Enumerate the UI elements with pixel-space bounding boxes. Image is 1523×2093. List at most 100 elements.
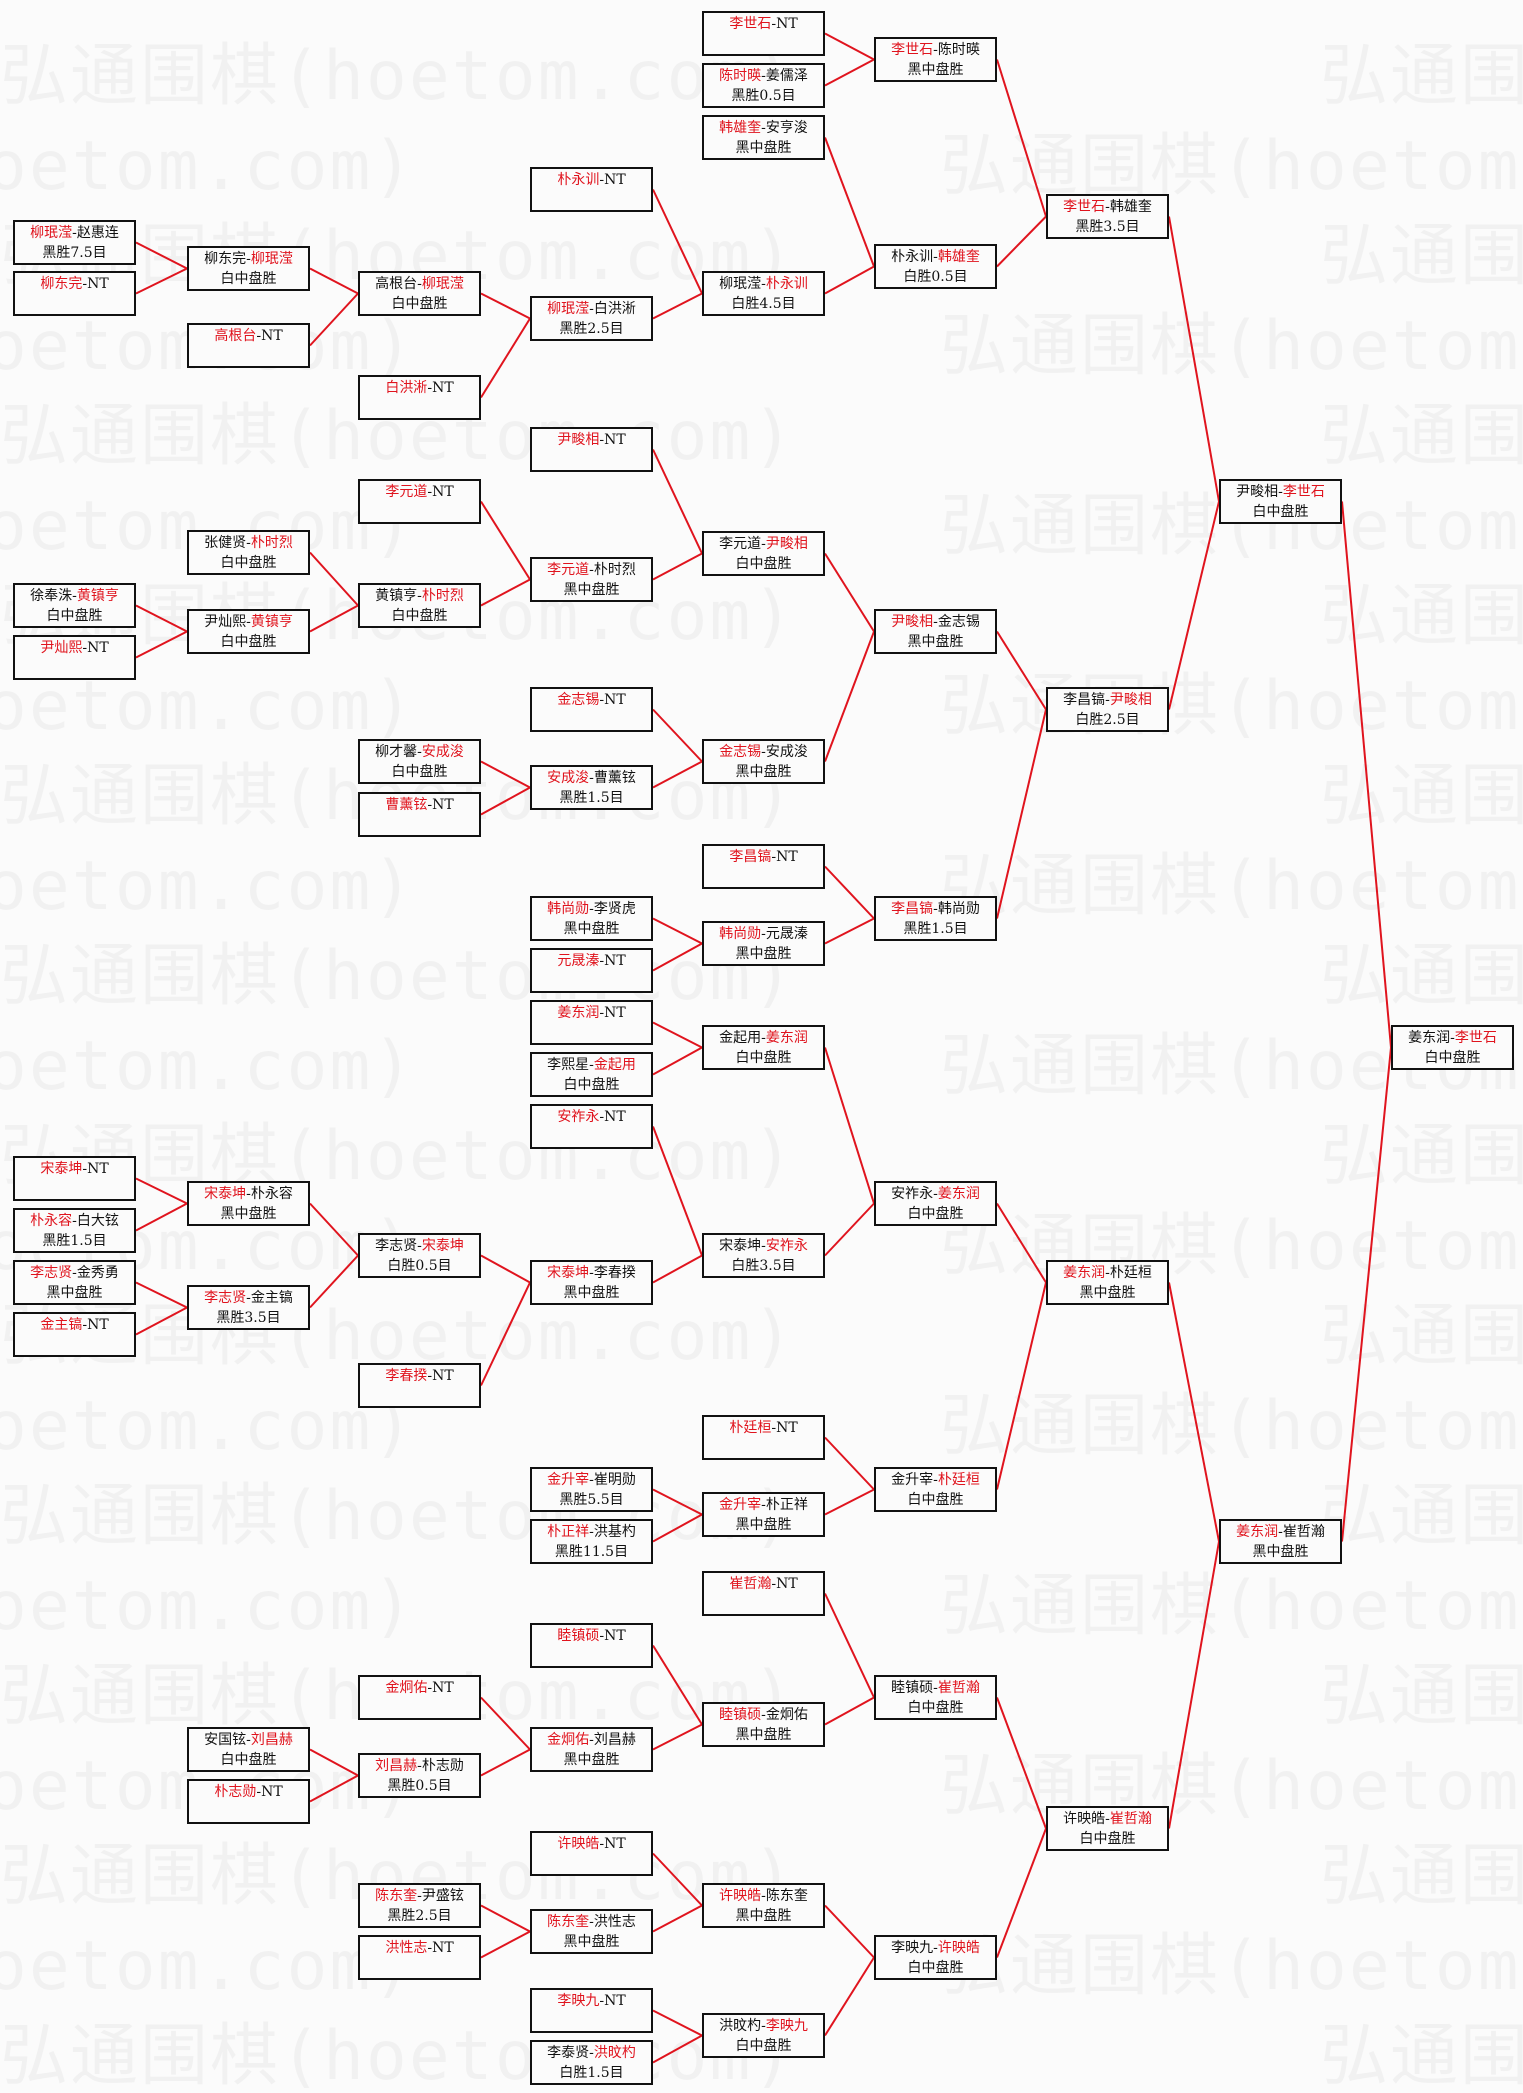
winner-name: 柳东完 [40,276,83,292]
separator: - [771,1576,777,1592]
player-name: NT [261,328,283,344]
player-name: NT [604,432,626,448]
bracket-connector [824,1904,875,1959]
player-name: 姜东润 [1408,1030,1451,1046]
separator: - [417,1888,422,1904]
winner-name: 崔哲瀚 [1109,1811,1152,1827]
player-name: 金志锡 [937,614,980,630]
match-players: 朴永容-白大铉 [15,1211,134,1231]
separator: - [933,249,938,265]
match-box: 宋泰坤-安祚永白胜3.5目 [702,1233,825,1278]
winner-name: 黄镇亨 [250,614,293,630]
winner-name: 许映皓 [557,1836,600,1852]
match-players: 朴正祥-洪基杓 [532,1522,651,1542]
match-box: 金起用-姜东润白中盘胜 [702,1025,825,1070]
match-box: 金炯佑-刘昌赫黑中盘胜 [530,1727,653,1772]
match-result: 白中盘胜 [735,2038,792,2054]
winner-name: 李世石 [891,42,934,58]
separator: - [417,276,422,292]
winner-name: 柳珉滢 [421,276,464,292]
separator: - [599,1993,605,2009]
separator: - [933,1472,938,1488]
separator: - [761,926,766,942]
bye-box: 柳东完-NT [13,271,136,316]
separator: - [761,68,766,84]
player-name: 宋泰坤 [719,1238,762,1254]
separator: - [246,614,251,630]
bracket-connector [1341,501,1392,1048]
match-players: 尹畯相-李世石 [1221,482,1340,502]
winner-name: 朴时烈 [250,535,293,551]
bracket-connector [652,189,703,294]
separator: - [1105,199,1110,215]
player-name: 徐奉洙 [30,588,73,604]
separator: - [589,301,594,317]
bracket-connector [135,1306,188,1336]
match-result: 白中盘胜 [735,556,792,572]
winner-name: 宋泰坤 [421,1238,464,1254]
match-result: 黑中盘胜 [1079,1285,1136,1301]
bye-box: 李映九-NT [530,1988,653,2033]
bracket-connector [652,1723,703,1751]
bracket-connector [652,1513,703,1543]
match-box: 金升宰-朴正祥黑中盘胜 [702,1492,825,1537]
bracket-connector [480,292,531,320]
match-box: 韩尚勋-李贤虎黑中盘胜 [530,896,653,941]
match-players: 金升宰-崔明勋 [532,1470,651,1490]
winner-name: 李元道 [385,484,428,500]
match-result: 黑中盘胜 [563,921,620,937]
match-players: 睦镇硕-NT [532,1626,651,1646]
winner-name: 李世石 [1282,484,1325,500]
bracket-connector [824,32,875,61]
bracket-connector [135,1202,188,1232]
match-players: 尹灿熙-NT [15,638,134,658]
player-name: 尹灿熙 [204,614,247,630]
bracket-connector [652,760,703,789]
match-players: 李昌镐-韩尚勋 [876,899,995,919]
bye-box: 李春揆-NT [358,1363,481,1408]
player-name: NT [776,849,798,865]
match-result: 黑中盘胜 [563,582,620,598]
bracket-connector [309,267,359,295]
match-result: 白中盘胜 [563,1077,620,1093]
winner-name: 宋泰坤 [40,1161,83,1177]
player-name: 安国铉 [204,1732,247,1748]
match-players: 李世石-韩雄奎 [1048,197,1167,217]
match-box: 李昌镐-韩尚勋黑胜1.5目 [874,896,997,941]
match-result: 黑胜1.5目 [903,921,968,937]
match-players: 尹畯相-NT [532,430,651,450]
bracket-connector [996,215,1047,268]
bracket-connector [652,1021,703,1049]
player-name: 高根台 [375,276,418,292]
match-players: 许映皓-崔哲瀚 [1048,1809,1167,1829]
bracket-connector [309,551,359,607]
player-name: 朴正祥 [765,1497,808,1513]
match-players: 尹畯相-金志锡 [876,612,995,632]
winner-name: 金志锡 [557,692,600,708]
winner-name: 柳珉滢 [30,225,73,241]
match-result: 黑中盘胜 [907,634,964,650]
player-name: NT [432,1680,454,1696]
match-result: 白中盘胜 [1079,1831,1136,1847]
winner-name: 元晟溱 [557,953,600,969]
match-box: 徐奉洙-黄镇亨白中盘胜 [13,583,136,628]
match-players: 宋泰坤-NT [15,1159,134,1179]
player-name: 姜儒泽 [765,68,808,84]
match-players: 柳珉滢-朴永训 [704,274,823,294]
separator: - [771,849,777,865]
player-name: NT [432,797,454,813]
winner-name: 韩雄奎 [719,120,762,136]
separator: - [589,901,594,917]
player-name: 李泰贤 [547,2045,590,2061]
separator: - [427,1680,433,1696]
match-box: 柳珉滢-赵惠连黑胜7.5目 [13,220,136,265]
separator: - [761,536,766,552]
match-result: 黑中盘胜 [46,1285,103,1301]
match-result: 黑中盘胜 [1252,1544,1309,1560]
player-name: 安亨浚 [765,120,808,136]
match-players: 李昌镐-NT [704,847,823,867]
separator: - [427,380,433,396]
winner-name: 朴永训 [765,276,808,292]
winner-name: 金炯佑 [547,1732,590,1748]
match-players: 安国铉-刘昌赫 [189,1730,308,1750]
